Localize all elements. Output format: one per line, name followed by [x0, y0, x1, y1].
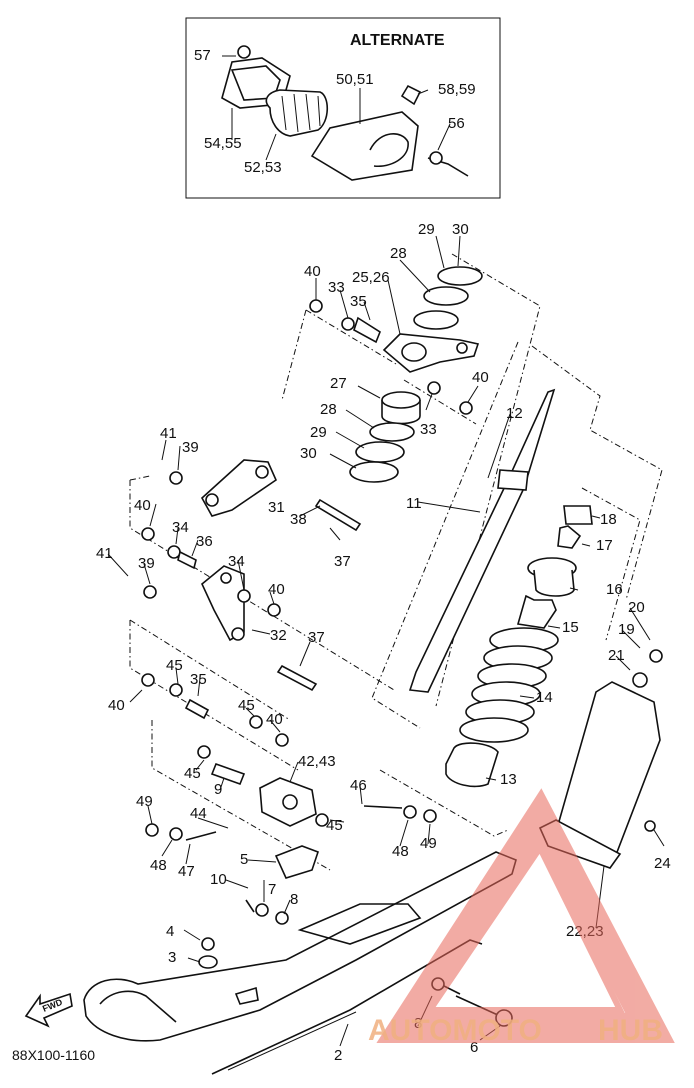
callout-label: 35	[190, 671, 207, 688]
callout-label: 40	[134, 497, 151, 514]
callout-label: 40	[268, 581, 285, 598]
callout-label: 54,55	[204, 135, 242, 152]
callout-label: 28	[320, 401, 337, 418]
callout-label: 20	[628, 599, 645, 616]
callout-label: 11	[406, 495, 422, 512]
callout-label: 37	[308, 629, 325, 646]
alternate-inset-box	[185, 17, 501, 199]
callout-label: 21	[608, 647, 625, 664]
upper-bracket-25-26	[309, 299, 480, 415]
callout-label: 39	[182, 439, 199, 456]
callout-label: 24	[654, 855, 671, 872]
callout-label: 48	[150, 857, 167, 874]
callout-label: 12	[506, 405, 523, 422]
callout-label: 46	[350, 777, 367, 794]
automotohub-watermark	[376, 788, 675, 1043]
callout-label: 45	[166, 657, 183, 674]
callout-label: 42,43	[298, 753, 336, 770]
callout-label: 14	[536, 689, 553, 706]
callout-label: 16	[606, 581, 623, 598]
inset-boot-assembly	[221, 45, 469, 181]
callout-label: 56	[448, 115, 465, 132]
callout-label: 45	[184, 765, 201, 782]
watermark-text-auto-moto: AUTOMOTO	[368, 1014, 542, 1047]
callout-label: 19	[618, 621, 635, 638]
callout-label: 8	[290, 891, 298, 908]
callout-label: 10	[210, 871, 227, 888]
callout-label: 39	[138, 555, 155, 572]
callout-label: 4	[166, 923, 174, 940]
callout-label: 31	[268, 499, 285, 516]
callout-label: 28	[390, 245, 407, 262]
callout-label: 7	[268, 881, 276, 898]
watermark-text-hub: HUB	[598, 1014, 663, 1047]
callout-label: 40	[108, 697, 125, 714]
callout-label: 57	[194, 47, 211, 64]
callout-label: 29	[418, 221, 435, 238]
callout-label: 32	[270, 627, 287, 644]
callout-label: 44	[190, 805, 207, 822]
callout-label: 9	[214, 781, 222, 798]
callout-label: 40	[266, 711, 283, 728]
callout-label: 30	[300, 445, 317, 462]
callout-label: 34	[228, 553, 245, 570]
callout-label: 41	[96, 545, 113, 562]
alternate-title: ALTERNATE	[350, 32, 445, 49]
drawing-code: 88X100-1160	[12, 1047, 95, 1063]
callout-label: 35	[350, 293, 367, 310]
callout-label: 2	[334, 1047, 342, 1064]
callout-label: 45	[238, 697, 255, 714]
callout-label: 45	[326, 817, 343, 834]
callout-label: 13	[500, 771, 517, 788]
callout-label: 52,53	[244, 159, 282, 176]
callout-label: 3	[168, 949, 176, 966]
callout-label: 50,51	[336, 71, 374, 88]
callout-label: 58,59	[438, 81, 476, 98]
callout-label: 29	[310, 424, 327, 441]
fwd-arrow-icon: FWD	[24, 992, 73, 1028]
callout-label: 5	[240, 851, 248, 868]
callout-label: 38	[290, 511, 307, 528]
spring	[459, 627, 559, 743]
callout-label: 49	[136, 793, 153, 810]
callout-label: 37	[334, 553, 351, 570]
callout-label: 6	[470, 1039, 478, 1056]
callout-label: 40	[472, 369, 489, 386]
callout-label: 36	[196, 533, 213, 550]
callout-label: 25,26	[352, 269, 390, 286]
callout-label: 48	[392, 843, 409, 860]
callout-label: 49	[420, 835, 437, 852]
callout-label: 40	[304, 263, 321, 280]
callout-label: 27	[330, 375, 347, 392]
callout-label: 47	[178, 863, 195, 880]
callout-label: 30	[452, 221, 469, 238]
callout-label: 41	[160, 425, 177, 442]
callout-label: 34	[172, 519, 189, 536]
callout-label: 33	[328, 279, 345, 296]
callout-label: 15	[562, 619, 579, 636]
callout-label: 18	[600, 511, 617, 528]
callout-label: 17	[596, 537, 613, 554]
callout-label: 33	[420, 421, 437, 438]
